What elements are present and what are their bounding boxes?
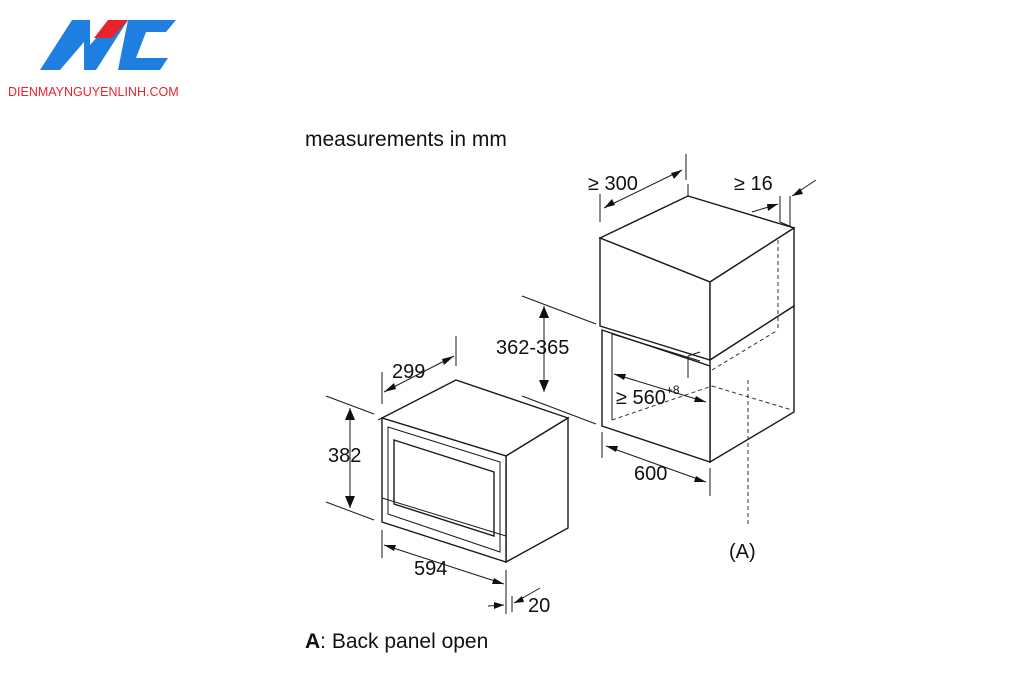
footnote: A: Back panel open <box>305 630 488 653</box>
footnote-key: A <box>305 630 320 653</box>
dim-niche-width: ≥ 560+8 <box>616 383 680 409</box>
dim-appliance-width: 594 <box>414 558 447 580</box>
dim-appliance-front: 20 <box>528 595 550 617</box>
appliance-dimensions: 299 382 594 20 <box>325 336 550 617</box>
heading: measurements in mm <box>305 128 507 151</box>
dim-niche-depth: ≥ 300 <box>588 173 638 195</box>
cabinet-dimensions: ≥ 300 ≥ 16 362-365 ≥ 560+8 600 (A) <box>496 154 817 563</box>
dim-niche-height: 362-365 <box>496 337 569 359</box>
brand-logo: DIENMAYNGUYENLINH.COM <box>8 20 179 99</box>
footnote-text: : Back panel open <box>320 630 488 653</box>
dim-niche-width-base: ≥ 560 <box>616 387 666 409</box>
dim-niche-width-tol: +8 <box>666 383 680 397</box>
cabinet-drawing <box>598 184 796 524</box>
dim-cabinet-width: 600 <box>634 463 667 485</box>
logo-mark-icon <box>40 20 176 70</box>
appliance-drawing <box>377 379 570 564</box>
dim-niche-gap: ≥ 16 <box>734 173 773 195</box>
dim-appliance-depth: 299 <box>392 361 425 383</box>
marker-a: (A) <box>729 541 756 563</box>
logo-website: DIENMAYNGUYENLINH.COM <box>8 85 179 99</box>
dim-appliance-height: 382 <box>328 445 361 467</box>
